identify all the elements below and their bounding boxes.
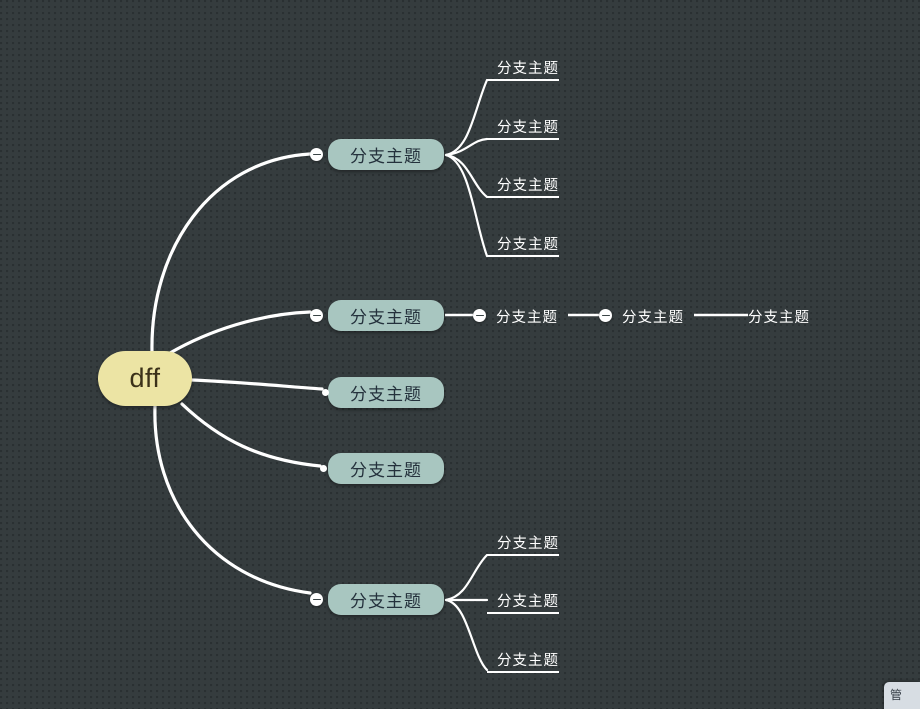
b1-leaf-2-label: 分支主题 <box>497 120 559 136</box>
b2-chain-1-collapse-toggle[interactable] <box>473 309 486 322</box>
branch-1-edges <box>444 78 489 258</box>
branch-2-collapse-toggle[interactable] <box>310 309 323 322</box>
connector-path <box>444 153 489 199</box>
b1-leaf-1-label: 分支主题 <box>497 61 559 77</box>
b2-chain-3-label: 分支主题 <box>748 310 810 326</box>
connector-path <box>168 310 312 355</box>
b1-leaf-1[interactable]: 分支主题 <box>497 57 559 78</box>
b5-leaf-2-label: 分支主题 <box>497 594 559 610</box>
b1-leaf-3[interactable]: 分支主题 <box>497 174 559 195</box>
branch-2[interactable]: 分支主题 <box>328 300 444 331</box>
connector-path <box>444 137 489 157</box>
connector-path <box>153 404 312 595</box>
b1-leaf-4[interactable]: 分支主题 <box>497 233 559 254</box>
connector-path <box>444 153 489 258</box>
b2-chain-2-label: 分支主题 <box>622 310 684 326</box>
branch-4-label: 分支主题 <box>350 461 422 480</box>
root-node[interactable]: dff <box>98 351 192 406</box>
b5-leaf-1[interactable]: 分支主题 <box>497 532 559 553</box>
b1-leaf-2[interactable]: 分支主题 <box>497 116 559 137</box>
branch-5-edges <box>444 553 489 672</box>
branch-4[interactable]: 分支主题 <box>328 453 444 484</box>
b5-leaf-1-label: 分支主题 <box>497 536 559 552</box>
connector-path <box>180 402 322 468</box>
leaf-underlines <box>487 79 559 673</box>
branch-3-endpoint-dot[interactable] <box>322 389 329 396</box>
b5-leaf-3-label: 分支主题 <box>497 653 559 669</box>
branch-1[interactable]: 分支主题 <box>328 139 444 170</box>
corner-panel-label: 管 <box>890 688 903 702</box>
b2-chain-2-collapse-toggle[interactable] <box>599 309 612 322</box>
connector-path <box>444 598 489 672</box>
branch-3-label: 分支主题 <box>350 385 422 404</box>
b1-leaf-4-label: 分支主题 <box>497 237 559 253</box>
connector-path <box>190 378 324 391</box>
branch-1-label: 分支主题 <box>350 147 422 166</box>
connector-path <box>444 553 489 602</box>
branch-5-collapse-toggle[interactable] <box>310 593 323 606</box>
b1-leaf-3-label: 分支主题 <box>497 178 559 194</box>
root-node-label: dff <box>129 363 161 393</box>
b2-chain-1-label: 分支主题 <box>496 310 558 326</box>
branch-2-label: 分支主题 <box>350 308 422 327</box>
branch-1-collapse-toggle[interactable] <box>310 148 323 161</box>
connector-path <box>444 78 489 157</box>
corner-panel[interactable]: 管 <box>884 682 920 709</box>
branch-5-label: 分支主题 <box>350 592 422 611</box>
b2-chain-2[interactable]: 分支主题 <box>622 306 684 327</box>
branch-5[interactable]: 分支主题 <box>328 584 444 615</box>
b5-leaf-3[interactable]: 分支主题 <box>497 649 559 670</box>
connector-path <box>150 152 312 354</box>
branch-3[interactable]: 分支主题 <box>328 377 444 408</box>
b2-chain-3[interactable]: 分支主题 <box>748 306 810 327</box>
b5-leaf-2[interactable]: 分支主题 <box>497 590 559 611</box>
b2-chain-1[interactable]: 分支主题 <box>496 306 558 327</box>
branch-4-endpoint-dot[interactable] <box>320 465 327 472</box>
